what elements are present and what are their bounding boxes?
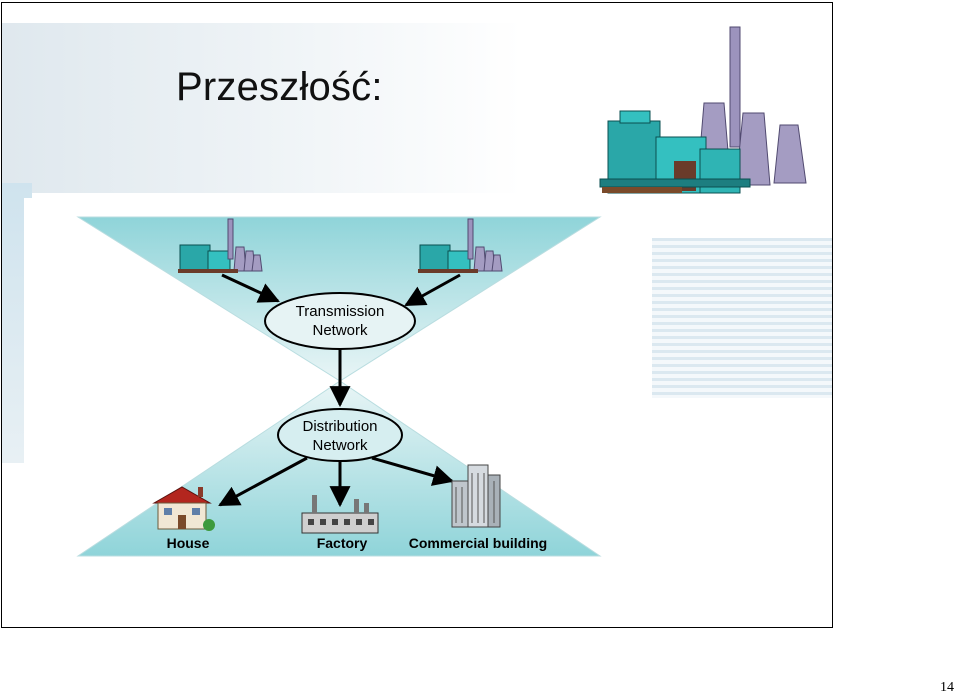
arrow-distribution-to-house: [218, 456, 308, 507]
factory-icon: [301, 495, 379, 534]
page-number: 14: [940, 680, 954, 695]
transmission-label-line2: Network: [312, 322, 368, 339]
background-band-top: [2, 23, 522, 193]
background-stripes-right: [652, 238, 832, 398]
power-plant-icon: [599, 26, 807, 194]
house-icon: [152, 486, 215, 531]
arrow-distribution-to-commercial: [371, 456, 455, 486]
transmission-network-node: [264, 292, 416, 350]
commercial-building-label: Commercial building: [409, 535, 547, 551]
transmission-label-line1: Transmission: [296, 303, 385, 320]
arrow-plant-to-transmission: [404, 273, 461, 307]
factory-label: Factory: [317, 535, 368, 551]
distribution-label-line2: Network: [312, 437, 368, 454]
grid-diagram: Transmission Network Distribution Networ…: [24, 26, 807, 578]
slide-title: Przeszłość:: [176, 65, 383, 109]
office-building-icon: [451, 464, 501, 528]
arrow-plant-to-transmission: [221, 273, 280, 303]
power-plant-icon: [178, 218, 263, 273]
slide: Przeszłość:: [1, 2, 833, 628]
distribution-label-line1: Distribution: [302, 418, 377, 435]
house-label: House: [167, 535, 210, 551]
power-plant-icon: [418, 218, 503, 273]
